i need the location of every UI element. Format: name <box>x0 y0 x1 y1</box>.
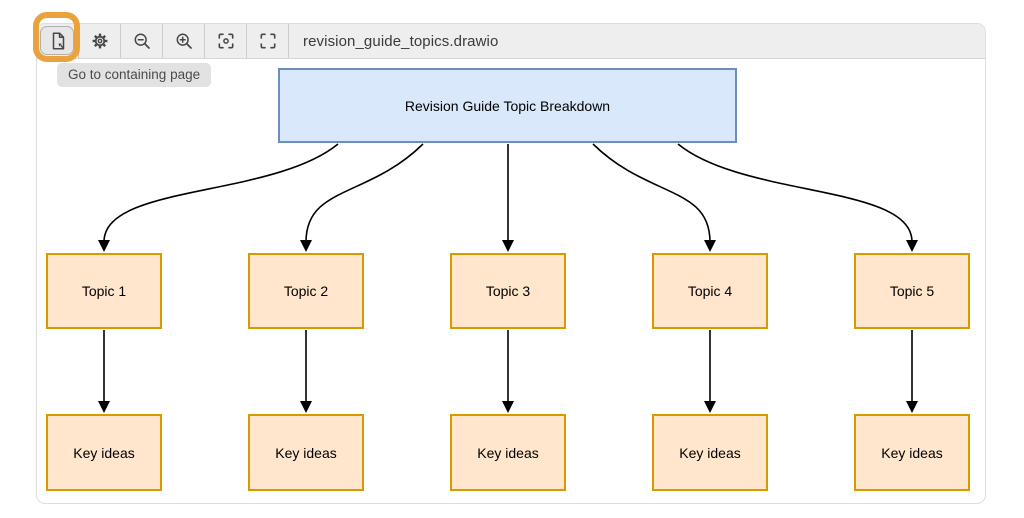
zoom-out-button[interactable] <box>121 24 163 58</box>
key-ideas-node-1: Key ideas <box>46 414 162 491</box>
topic-node-4: Topic 4 <box>652 253 768 329</box>
key-ideas-node-3: Key ideas <box>450 414 566 491</box>
fullscreen-button[interactable] <box>247 24 289 58</box>
topic-node-2: Topic 2 <box>248 253 364 329</box>
highlight-annotation-ring <box>33 12 80 62</box>
zoom-out-icon <box>132 31 152 51</box>
topic-node-3: Topic 3 <box>450 253 566 329</box>
tooltip-text: Go to containing page <box>68 67 201 82</box>
zoom-in-icon <box>174 31 194 51</box>
fullscreen-icon <box>258 31 278 51</box>
gear-icon <box>90 31 110 51</box>
key-ideas-node-4: Key ideas <box>652 414 768 491</box>
page-exit-arrow-icon <box>48 31 68 51</box>
topic-node-1: Topic 1 <box>46 253 162 329</box>
root-node: Revision Guide Topic Breakdown <box>278 68 737 143</box>
key-ideas-node-5: Key ideas <box>854 414 970 491</box>
key-ideas-node-2: Key ideas <box>248 414 364 491</box>
fit-view-icon <box>216 31 236 51</box>
topic-node-5: Topic 5 <box>854 253 970 329</box>
fit-page-button[interactable] <box>205 24 247 58</box>
settings-button[interactable] <box>79 24 121 58</box>
tooltip: Go to containing page <box>57 63 212 87</box>
zoom-in-button[interactable] <box>163 24 205 58</box>
viewer-toolbar: revision_guide_topics.drawio <box>37 24 985 59</box>
filename-label: revision_guide_topics.drawio <box>303 32 499 50</box>
